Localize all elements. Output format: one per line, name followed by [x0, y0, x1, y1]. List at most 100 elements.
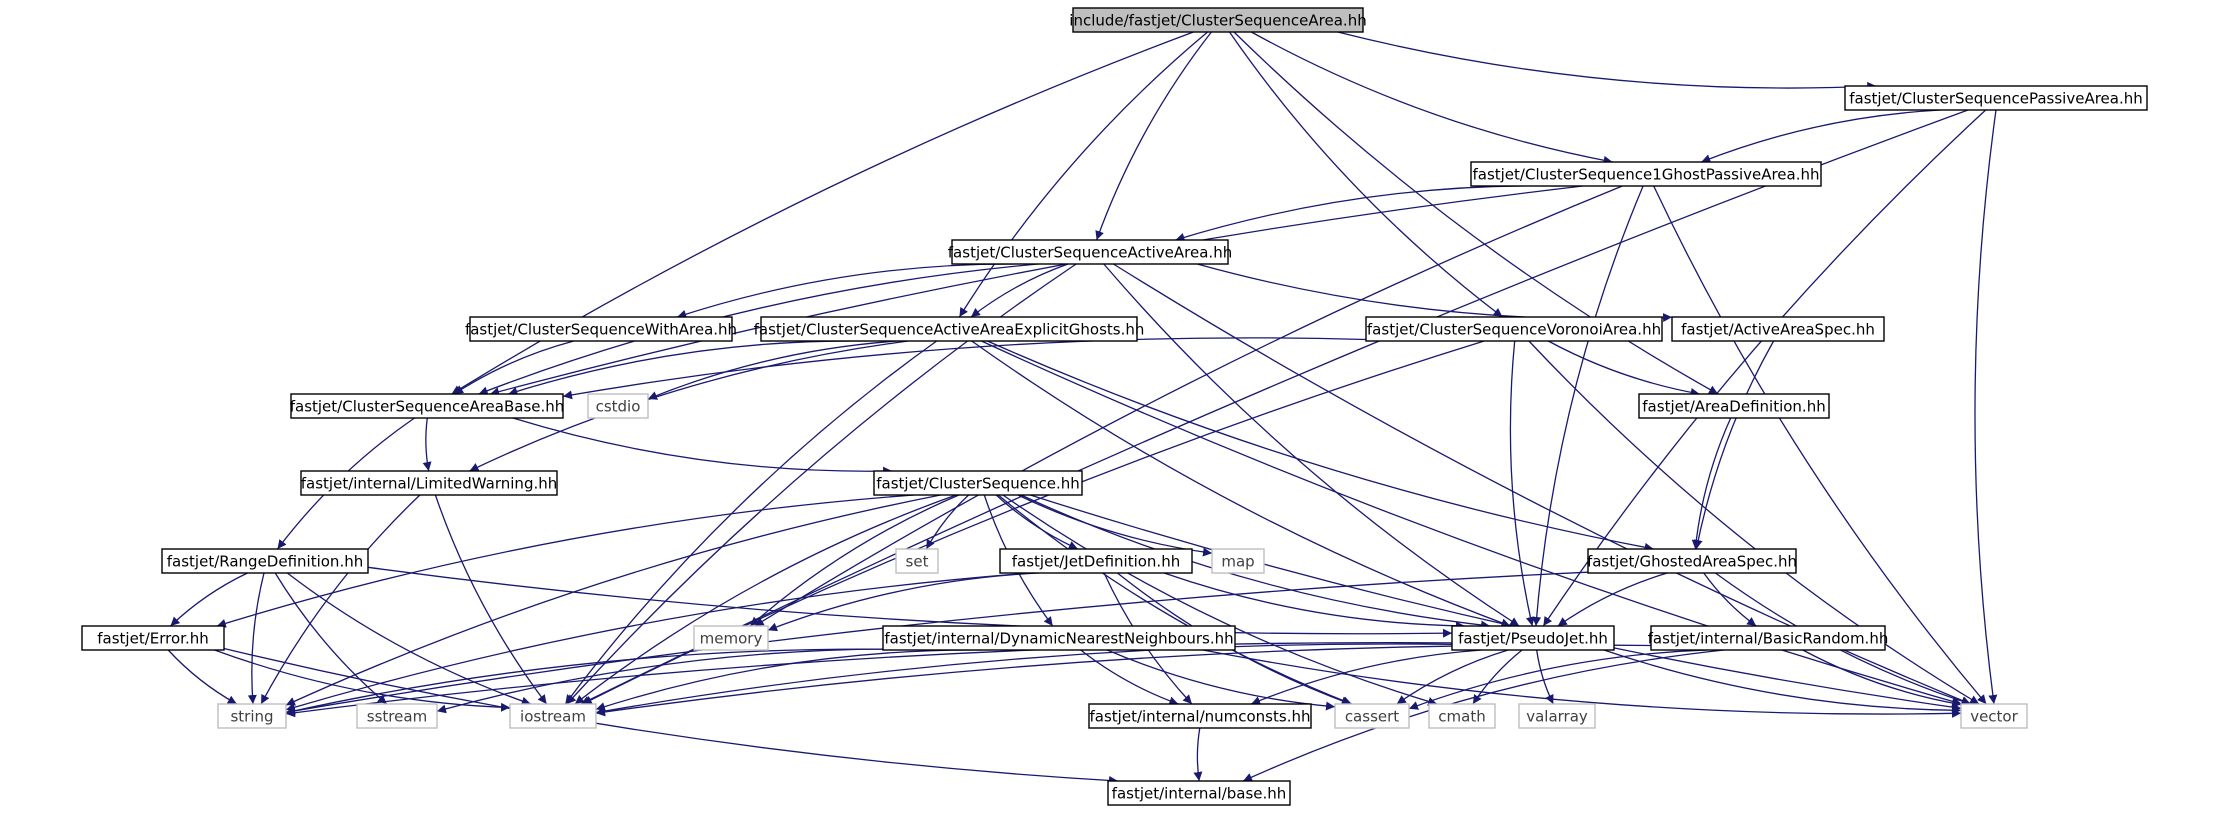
- node-label: fastjet/ActiveAreaSpec.hh: [1681, 321, 1875, 339]
- node-box: [1638, 393, 1830, 419]
- node-csa[interactable]: include/fastjet/ClusterSequenceArea.hh: [1069, 7, 1367, 33]
- node-label: fastjet/GhostedAreaSpec.hh: [1587, 553, 1797, 571]
- node-box: [693, 625, 769, 651]
- node-label: memory: [700, 630, 763, 648]
- node-activespec[interactable]: fastjet/ActiveAreaSpec.hh: [1671, 316, 1885, 342]
- node-box: [300, 470, 558, 496]
- node-box: [1518, 703, 1596, 729]
- edge-csactive-to-csareabase: [478, 263, 1039, 395]
- edge-csactive-to-csexplicit: [970, 263, 1069, 318]
- node-error[interactable]: fastjet/Error.hh: [81, 625, 225, 651]
- node-label: fastjet/internal/BasicRandom.hh: [1648, 630, 1889, 648]
- edge-jetdef-to-pseudojet: [1163, 572, 1465, 631]
- edge-pseudojet-to-cassert: [1396, 649, 1509, 705]
- edge-cs1ghost-to-csareabase: [489, 185, 1583, 397]
- node-box: [356, 703, 438, 729]
- edge-basicrandom-to-base: [1242, 649, 1724, 782]
- edge-csexplicit-to-limitedwarning: [469, 340, 909, 472]
- node-box: [1365, 316, 1663, 342]
- edge-cs-to-memory: [749, 494, 960, 627]
- node-label: fastjet/ClusterSequencePassiveArea.hh: [1849, 90, 2143, 108]
- edge-ghostedspec-to-pseudojet: [1557, 572, 1668, 627]
- node-cswitharea[interactable]: fastjet/ClusterSequenceWithArea.hh: [465, 316, 737, 342]
- edge-cs-to-cassert: [997, 494, 1352, 705]
- edge-rangedef-to-pseudojet: [367, 566, 1453, 638]
- node-limitedwarning[interactable]: fastjet/internal/LimitedWarning.hh: [300, 470, 558, 496]
- edge-rangedef-to-sstream: [274, 572, 388, 705]
- node-box: [1088, 703, 1312, 729]
- edge-csa-to-cspassive: [1337, 31, 1877, 91]
- node-rangedef[interactable]: fastjet/RangeDefinition.hh: [161, 548, 369, 574]
- edge-csvoronoi-to-csareabase: [562, 337, 1367, 400]
- node-label: fastjet/ClusterSequenceAreaBase.hh: [290, 398, 565, 416]
- node-label: fastjet/internal/DynamicNearestNeighbour…: [884, 630, 1233, 648]
- edge-csexplicit-to-csareabase: [508, 340, 868, 396]
- node-numconsts[interactable]: fastjet/internal/numconsts.hh: [1088, 703, 1312, 729]
- edge-cspassive-to-vector: [1974, 109, 1998, 705]
- node-areadef[interactable]: fastjet/AreaDefinition.hh: [1638, 393, 1830, 419]
- edge-cspassive-to-pseudojet: [1542, 109, 1987, 627]
- node-label: fastjet/internal/base.hh: [1112, 785, 1287, 803]
- node-pseudojet[interactable]: fastjet/PseudoJet.hh: [1451, 625, 1615, 651]
- node-label: cassert: [1345, 708, 1399, 726]
- node-box: [1960, 703, 2028, 729]
- node-ghostedspec[interactable]: fastjet/GhostedAreaSpec.hh: [1587, 548, 1797, 574]
- node-basicrandom[interactable]: fastjet/internal/BasicRandom.hh: [1648, 625, 1889, 651]
- edge-dnn-to-vector: [1202, 649, 1962, 718]
- edge-cs-to-iostream: [574, 494, 957, 705]
- edge-pseudojet-to-iostream: [595, 643, 1453, 716]
- edge-error-to-base: [223, 647, 1119, 785]
- node-label: cmath: [1438, 708, 1485, 726]
- edge-cs-to-string: [285, 494, 941, 706]
- edge-csa-to-csactive: [1095, 31, 1212, 241]
- edge-cs-to-set: [925, 494, 970, 550]
- edge-csactive-to-activespec: [1197, 263, 1673, 323]
- node-base[interactable]: fastjet/internal/base.hh: [1107, 780, 1291, 806]
- edge-cspassive-to-iostream: [580, 109, 1969, 705]
- node-box: [1844, 85, 2148, 111]
- edge-csexplicit-to-vector: [981, 340, 1962, 706]
- node-label: fastjet/internal/LimitedWarning.hh: [301, 475, 558, 493]
- node-cs1ghost[interactable]: fastjet/ClusterSequence1GhostPassiveArea…: [1470, 161, 1822, 187]
- edge-csexplicit-to-iostream: [564, 340, 938, 705]
- node-cmath: cmath: [1428, 703, 1496, 729]
- edge-dnn-to-string: [285, 648, 935, 716]
- node-csexplicit[interactable]: fastjet/ClusterSequenceActiveAreaExplici…: [754, 316, 1145, 342]
- node-box: [873, 470, 1083, 496]
- node-box: [999, 548, 1193, 574]
- node-box: [951, 239, 1229, 265]
- node-label: iostream: [520, 708, 586, 726]
- node-cspassive[interactable]: fastjet/ClusterSequencePassiveArea.hh: [1844, 85, 2148, 111]
- edge-csexplicit-to-pseudojet: [971, 340, 1511, 628]
- node-label: vector: [1970, 708, 2018, 726]
- edge-csa-to-csexplicit: [958, 31, 1209, 318]
- edge-csa-to-csvoronoi: [1228, 31, 1503, 318]
- edge-cs-to-vector: [1030, 494, 1962, 712]
- nodes: include/fastjet/ClusterSequenceArea.hh fa…: [81, 7, 2148, 806]
- node-string: string: [217, 703, 287, 729]
- node-map: map: [1211, 548, 1265, 574]
- node-csvoronoi[interactable]: fastjet/ClusterSequenceVoronoiArea.hh: [1365, 316, 1663, 342]
- node-box: [1470, 161, 1822, 187]
- edge-limitedwarning-to-iostream: [434, 494, 548, 705]
- node-box: [1671, 316, 1885, 342]
- edge-cs-to-error: [216, 494, 915, 628]
- node-box: [760, 316, 1138, 342]
- node-jetdef[interactable]: fastjet/JetDefinition.hh: [999, 548, 1193, 574]
- node-box: [1072, 7, 1364, 33]
- node-dnn[interactable]: fastjet/internal/DynamicNearestNeighbour…: [882, 625, 1236, 651]
- node-valarray: valarray: [1518, 703, 1596, 729]
- node-label: string: [230, 708, 273, 726]
- edge-rangedef-to-string: [247, 572, 265, 705]
- edge-dnn-to-iostream: [595, 649, 982, 711]
- node-sstream: sstream: [356, 703, 438, 729]
- node-box: [1211, 548, 1265, 574]
- node-csactive[interactable]: fastjet/ClusterSequenceActiveArea.hh: [948, 239, 1232, 265]
- node-box: [81, 625, 225, 651]
- node-cs[interactable]: fastjet/ClusterSequence.hh: [873, 470, 1083, 496]
- node-label: fastjet/ClusterSequenceWithArea.hh: [465, 321, 737, 339]
- node-label: fastjet/PseudoJet.hh: [1458, 630, 1608, 648]
- edge-cswitharea-to-csareabase: [453, 340, 575, 395]
- node-csareabase[interactable]: fastjet/ClusterSequenceAreaBase.hh: [290, 393, 565, 419]
